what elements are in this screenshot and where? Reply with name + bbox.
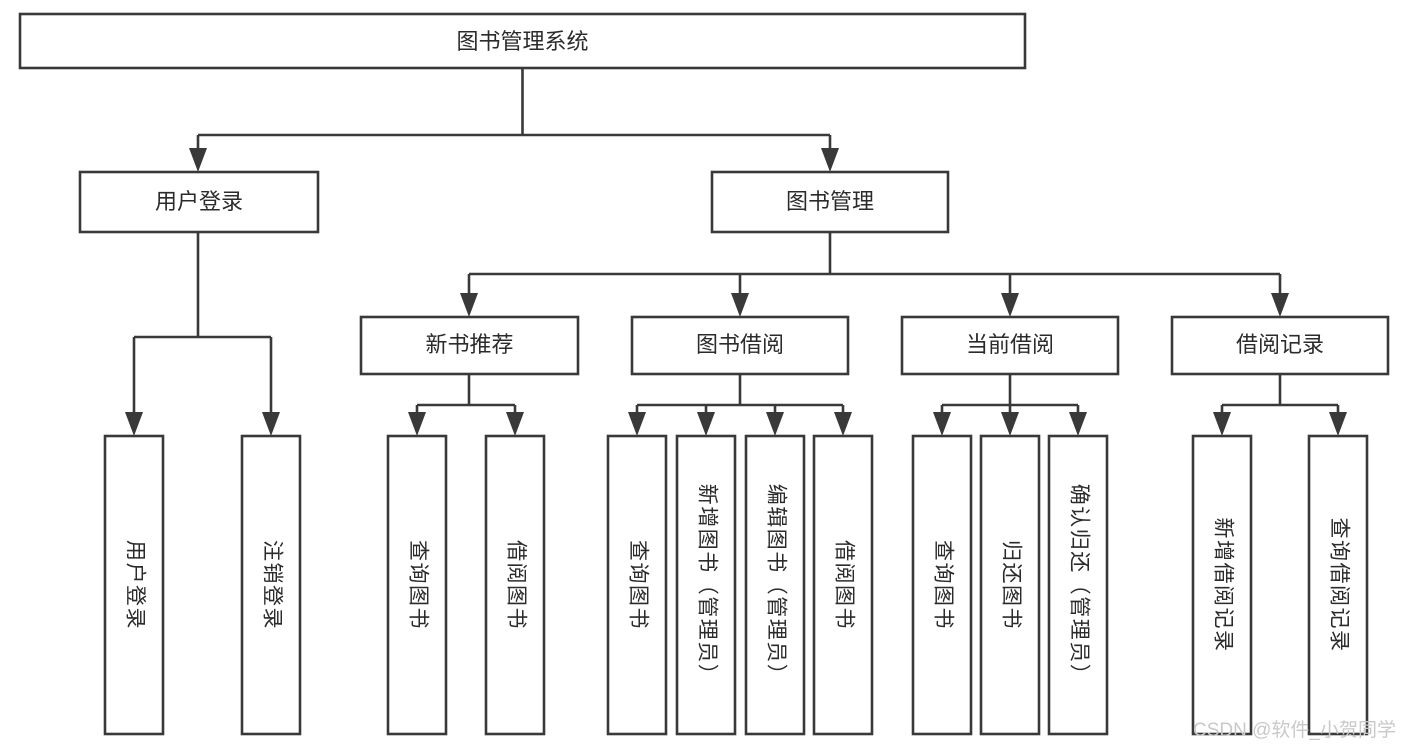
node-book-management[interactable]: 图书管理 [710, 170, 950, 234]
arrow-head-leaf-query-book-2 [628, 412, 646, 436]
node-leaf-add-book[interactable]: 新增图书（管理员） [675, 434, 737, 736]
node-leaf-edit-book-label: 编辑图书（管理员） [764, 484, 787, 687]
arrow-head-leaf-borrow-book-1 [506, 412, 524, 436]
arrow-head-leaf-user-login [125, 412, 143, 436]
arrow-head-new-book-recommend [460, 293, 478, 317]
node-leaf-add-book-box[interactable] [675, 434, 737, 736]
node-leaf-borrow-book-1[interactable]: 借阅图书 [484, 434, 546, 736]
arrow-head-leaf-query-book-1 [408, 412, 426, 436]
node-leaf-borrow-book-1-label: 借阅图书 [504, 540, 527, 630]
arrow-head-leaf-query-book-3 [933, 412, 951, 436]
csdn-watermark: CSDN @软件_小贺同学 [1193, 719, 1396, 741]
node-book-borrow-box[interactable] [630, 315, 850, 376]
node-leaf-return-book[interactable]: 归还图书 [979, 434, 1041, 736]
node-leaf-return-book-label: 归还图书 [999, 540, 1022, 630]
arrow-head-book-management [821, 148, 839, 172]
arrow-head-borrow-record [1271, 293, 1289, 317]
node-current-borrow-label: 当前借阅 [966, 332, 1054, 357]
node-new-book-recommend-label: 新书推荐 [425, 332, 513, 357]
arrow-head-leaf-confirm-return [1069, 412, 1087, 436]
arrow-head-current-borrow [1001, 293, 1019, 317]
node-leaf-logout-login[interactable]: 注销登录 [240, 434, 302, 736]
node-leaf-query-book-3-box[interactable] [911, 434, 973, 736]
arrow-head-book-borrow [731, 293, 749, 317]
node-leaf-query-book-1-box[interactable] [386, 434, 448, 736]
node-current-borrow-box[interactable] [900, 315, 1120, 376]
node-leaf-query-book-2-label: 查询图书 [626, 540, 649, 630]
node-leaf-user-login-label: 用户登录 [123, 540, 146, 630]
node-new-book-recommend[interactable]: 新书推荐 [359, 315, 580, 376]
node-user-login[interactable]: 用户登录 [78, 170, 320, 234]
node-current-borrow[interactable]: 当前借阅 [900, 315, 1120, 376]
node-leaf-borrow-book-2-label: 借阅图书 [832, 540, 855, 630]
node-root-label: 图书管理系统 [456, 29, 588, 54]
node-leaf-query-book-2[interactable]: 查询图书 [606, 434, 668, 736]
node-leaf-user-login[interactable]: 用户登录 [103, 434, 165, 736]
node-user-login-label: 用户登录 [155, 189, 243, 214]
node-leaf-query-book-1[interactable]: 查询图书 [386, 434, 448, 736]
node-book-management-box[interactable] [710, 170, 950, 234]
arrow-head-leaf-logout-login [262, 412, 280, 436]
node-leaf-confirm-return-box[interactable] [1047, 434, 1109, 736]
node-leaf-confirm-return[interactable]: 确认归还（管理员） [1047, 434, 1109, 736]
node-leaf-add-book-label: 新增图书（管理员） [695, 484, 718, 687]
node-leaf-query-book-3[interactable]: 查询图书 [911, 434, 973, 736]
node-leaf-logout-login-label: 注销登录 [260, 540, 283, 630]
node-borrow-record[interactable]: 借阅记录 [1170, 315, 1390, 376]
node-new-book-recommend-box[interactable] [359, 315, 580, 376]
arrow-head-user-login [189, 148, 207, 172]
node-book-borrow-label: 图书借阅 [696, 332, 784, 357]
node-leaf-query-book-2-box[interactable] [606, 434, 668, 736]
arrow-head-leaf-borrow-book-2 [834, 412, 852, 436]
node-book-borrow[interactable]: 图书借阅 [630, 315, 850, 376]
node-root[interactable]: 图书管理系统 [18, 12, 1027, 70]
node-leaf-return-book-box[interactable] [979, 434, 1041, 736]
node-leaf-query-book-1-label: 查询图书 [406, 540, 429, 630]
node-leaf-logout-login-box[interactable] [240, 434, 302, 736]
node-leaf-add-record[interactable]: 新增借阅记录 [1191, 434, 1253, 736]
arrow-head-leaf-edit-book [766, 412, 784, 436]
node-leaf-borrow-book-2-box[interactable] [812, 434, 874, 736]
node-leaf-edit-book-box[interactable] [744, 434, 806, 736]
node-leaf-query-record-box[interactable] [1307, 434, 1369, 736]
node-leaf-add-record-box[interactable] [1191, 434, 1253, 736]
node-leaf-query-record[interactable]: 查询借阅记录 [1307, 434, 1369, 736]
arrow-head-leaf-query-record [1329, 412, 1347, 436]
node-leaf-query-book-3-label: 查询图书 [931, 540, 954, 630]
node-leaf-add-record-label: 新增借阅记录 [1211, 518, 1234, 653]
node-leaf-edit-book[interactable]: 编辑图书（管理员） [744, 434, 806, 736]
arrow-head-leaf-add-record [1213, 412, 1231, 436]
node-book-management-label: 图书管理 [786, 189, 874, 214]
edge-layer [125, 68, 1347, 436]
node-borrow-record-box[interactable] [1170, 315, 1390, 376]
node-user-login-box[interactable] [78, 170, 320, 234]
node-leaf-confirm-return-label: 确认归还（管理员） [1067, 484, 1090, 687]
arrow-head-leaf-return-book [1001, 412, 1019, 436]
node-leaf-query-record-label: 查询借阅记录 [1327, 518, 1350, 653]
node-leaf-borrow-book-1-box[interactable] [484, 434, 546, 736]
arrow-head-leaf-add-book [697, 412, 715, 436]
node-leaf-borrow-book-2[interactable]: 借阅图书 [812, 434, 874, 736]
node-leaf-user-login-box[interactable] [103, 434, 165, 736]
node-root-box[interactable] [18, 12, 1027, 70]
node-borrow-record-label: 借阅记录 [1236, 332, 1324, 357]
